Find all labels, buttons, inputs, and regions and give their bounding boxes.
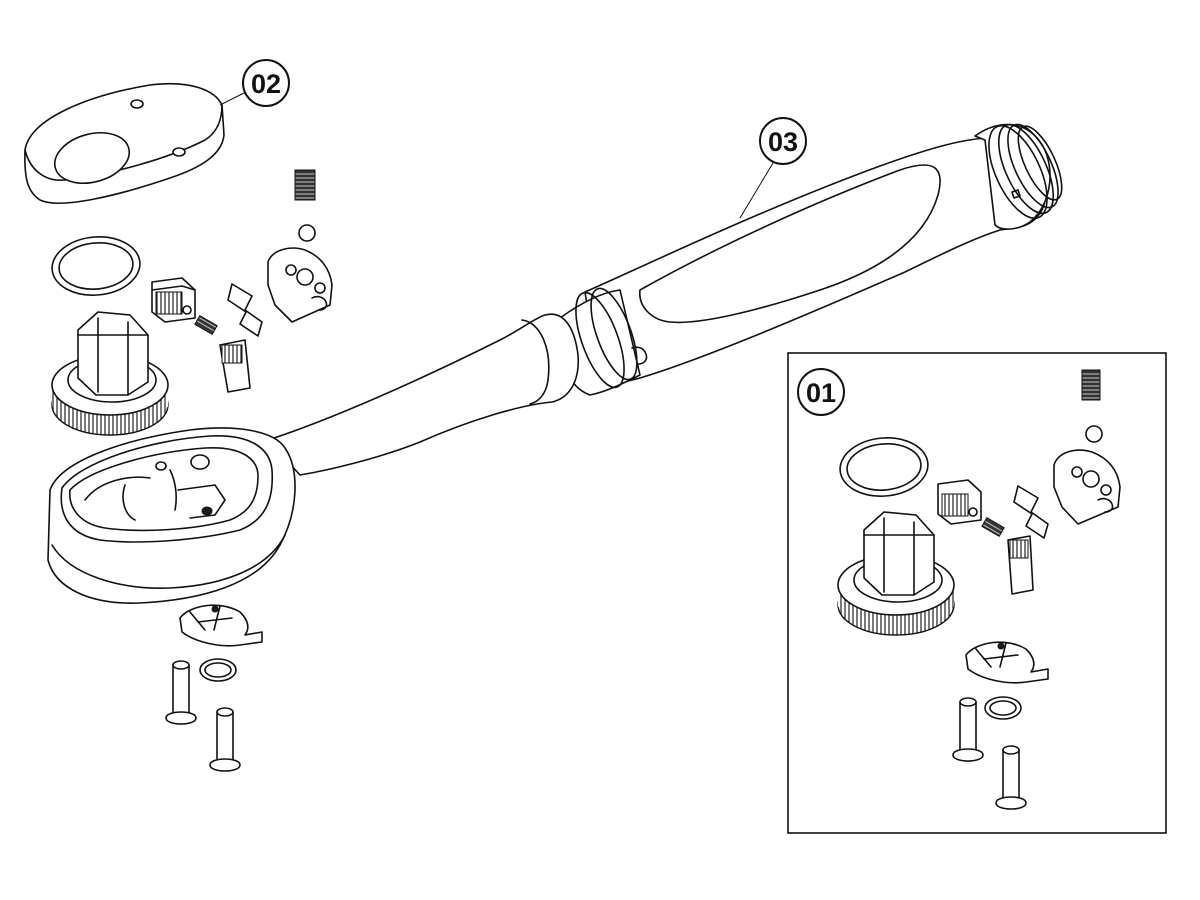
drive-gear-part xyxy=(51,311,169,436)
callout-02-label: 02 xyxy=(251,69,281,99)
inset-kit-box xyxy=(787,352,1167,834)
cover-plate-part xyxy=(24,82,225,204)
callout-02: 02 xyxy=(219,59,290,107)
callout-01: 01 xyxy=(797,368,845,416)
pin-part xyxy=(165,660,197,725)
main-exploded-parts xyxy=(51,169,333,772)
callout-01-label: 01 xyxy=(806,378,836,408)
pin-part xyxy=(209,707,241,772)
reverse-lever-part xyxy=(179,604,263,647)
ratchet-wrench-body xyxy=(47,123,1063,604)
callout-03-label: 03 xyxy=(768,127,798,157)
callout-03: 03 xyxy=(739,117,807,219)
